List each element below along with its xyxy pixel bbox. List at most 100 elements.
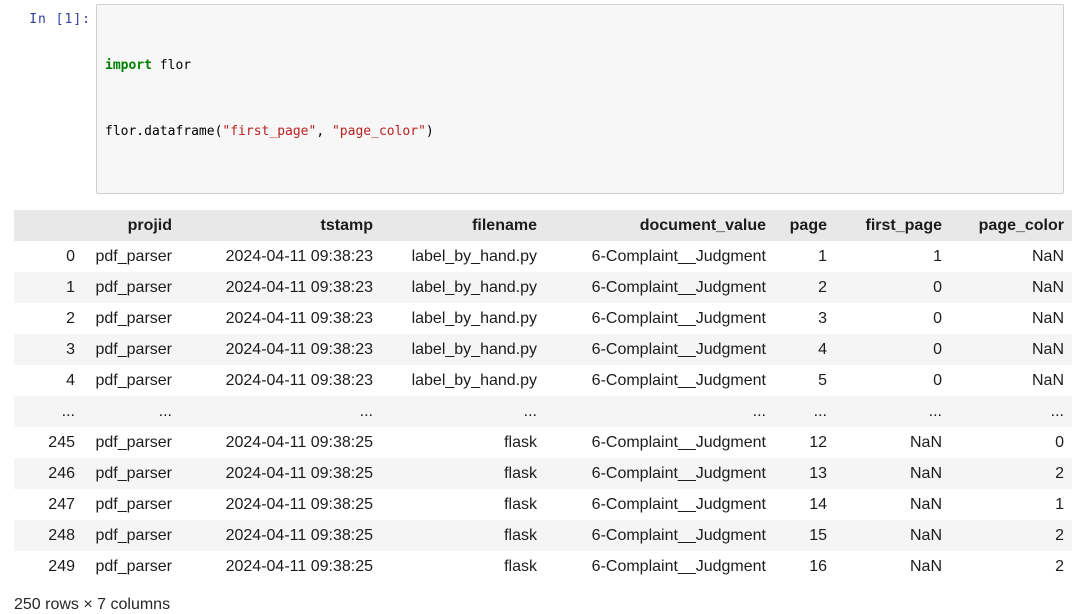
column-header: first_page (865, 217, 942, 234)
cell: 2 (1055, 527, 1064, 544)
table-row: 247 pdf_parser 2024-04-11 09:38:25 flask 6-C… (14, 489, 1072, 520)
cell: 6-Complaint__Judgment (591, 341, 766, 358)
cell: 2024-04-11 09:38:25 (225, 496, 373, 513)
cell: ... (523, 403, 537, 420)
cell: flask (504, 434, 537, 451)
cell: 0 (933, 372, 942, 389)
row-index: 245 (48, 434, 75, 451)
cell: 2024-04-11 09:38:25 (225, 465, 373, 482)
cell: 0 (933, 310, 942, 327)
dataframe-body: 0 pdf_parser 2024-04-11 09:38:23 label_by_h… (14, 241, 1072, 582)
cell: 0 (933, 279, 942, 296)
cell: 3 (818, 310, 827, 327)
code-text: flor.dataframe( (105, 124, 223, 139)
cell: 6-Complaint__Judgment (591, 248, 766, 265)
code-keyword: import (105, 58, 152, 73)
code-line: import flor (105, 55, 1055, 77)
row-index: 3 (66, 341, 75, 358)
column-header: document_value (639, 217, 766, 234)
table-row: ........................ (14, 396, 1072, 427)
execution-prompt: In [1]: (29, 12, 91, 27)
cell: NaN (1031, 310, 1064, 327)
cell: 2 (1055, 558, 1064, 575)
column-header: projid (127, 217, 172, 234)
cell: 15 (809, 527, 827, 544)
cell: 6-Complaint__Judgment (591, 279, 766, 296)
column-header: page_color (978, 217, 1064, 234)
cell: 6-Complaint__Judgment (591, 496, 766, 513)
code-cell: In [1]: import flor flor.dataframe("firs… (14, 4, 1064, 194)
cell: NaN (909, 558, 942, 575)
cell: 0 (1055, 434, 1064, 451)
row-index: 247 (48, 496, 75, 513)
cell: pdf_parser (95, 434, 173, 451)
cell: pdf_parser (95, 527, 173, 544)
cell: 16 (809, 558, 827, 575)
cell: pdf_parser (95, 496, 173, 513)
column-header: page (789, 217, 827, 234)
cell: flask (504, 465, 537, 482)
cell: 1 (818, 248, 827, 265)
column-header: tstamp (320, 217, 373, 234)
cell: 4 (818, 341, 827, 358)
index-corner-header (14, 210, 83, 241)
cell: 14 (809, 496, 827, 513)
code-text: flor (151, 58, 192, 73)
cell: 6-Complaint__Judgment (591, 310, 766, 327)
cell: 6-Complaint__Judgment (591, 372, 766, 389)
cell: 6-Complaint__Judgment (591, 558, 766, 575)
cell: NaN (1031, 279, 1064, 296)
code-input-area[interactable]: import flor flor.dataframe("first_page",… (96, 4, 1064, 194)
cell: ... (928, 403, 942, 420)
row-index: 4 (66, 372, 75, 389)
dataframe-shape-summary: 250 rows × 7 columns (14, 596, 171, 613)
cell: ... (813, 403, 827, 420)
cell: 2 (1055, 465, 1064, 482)
row-index: 1 (66, 279, 75, 296)
cell: pdf_parser (95, 248, 173, 265)
code-string: "page_color" (331, 124, 426, 139)
cell: pdf_parser (95, 372, 173, 389)
cell: NaN (1031, 248, 1064, 265)
cell: flask (504, 527, 537, 544)
row-index: 246 (48, 465, 75, 482)
cell: 6-Complaint__Judgment (591, 465, 766, 482)
cell: 2024-04-11 09:38:23 (225, 279, 373, 296)
code-text: ) (425, 124, 434, 139)
cell: NaN (1031, 372, 1064, 389)
cell: NaN (909, 527, 942, 544)
cell: 6-Complaint__Judgment (591, 434, 766, 451)
row-index: 0 (66, 248, 75, 265)
code-string: "first_page" (222, 124, 317, 139)
cell: 6-Complaint__Judgment (591, 527, 766, 544)
cell: 2024-04-11 09:38:25 (225, 527, 373, 544)
cell: ... (359, 403, 373, 420)
cell: 1 (933, 248, 942, 265)
cell: NaN (909, 434, 942, 451)
cell: 2024-04-11 09:38:25 (225, 558, 373, 575)
row-index: 248 (48, 527, 75, 544)
cell: 2024-04-11 09:38:23 (225, 341, 373, 358)
cell: label_by_hand.py (411, 372, 537, 389)
row-index: ... (61, 403, 75, 420)
cell: ... (158, 403, 172, 420)
cell: NaN (909, 465, 942, 482)
cell: 2024-04-11 09:38:23 (225, 310, 373, 327)
cell: flask (504, 496, 537, 513)
cell: NaN (909, 496, 942, 513)
cell: 1 (1055, 496, 1064, 513)
cell: 13 (809, 465, 827, 482)
cell: 5 (818, 372, 827, 389)
cell: pdf_parser (95, 341, 173, 358)
cell: 12 (809, 434, 827, 451)
